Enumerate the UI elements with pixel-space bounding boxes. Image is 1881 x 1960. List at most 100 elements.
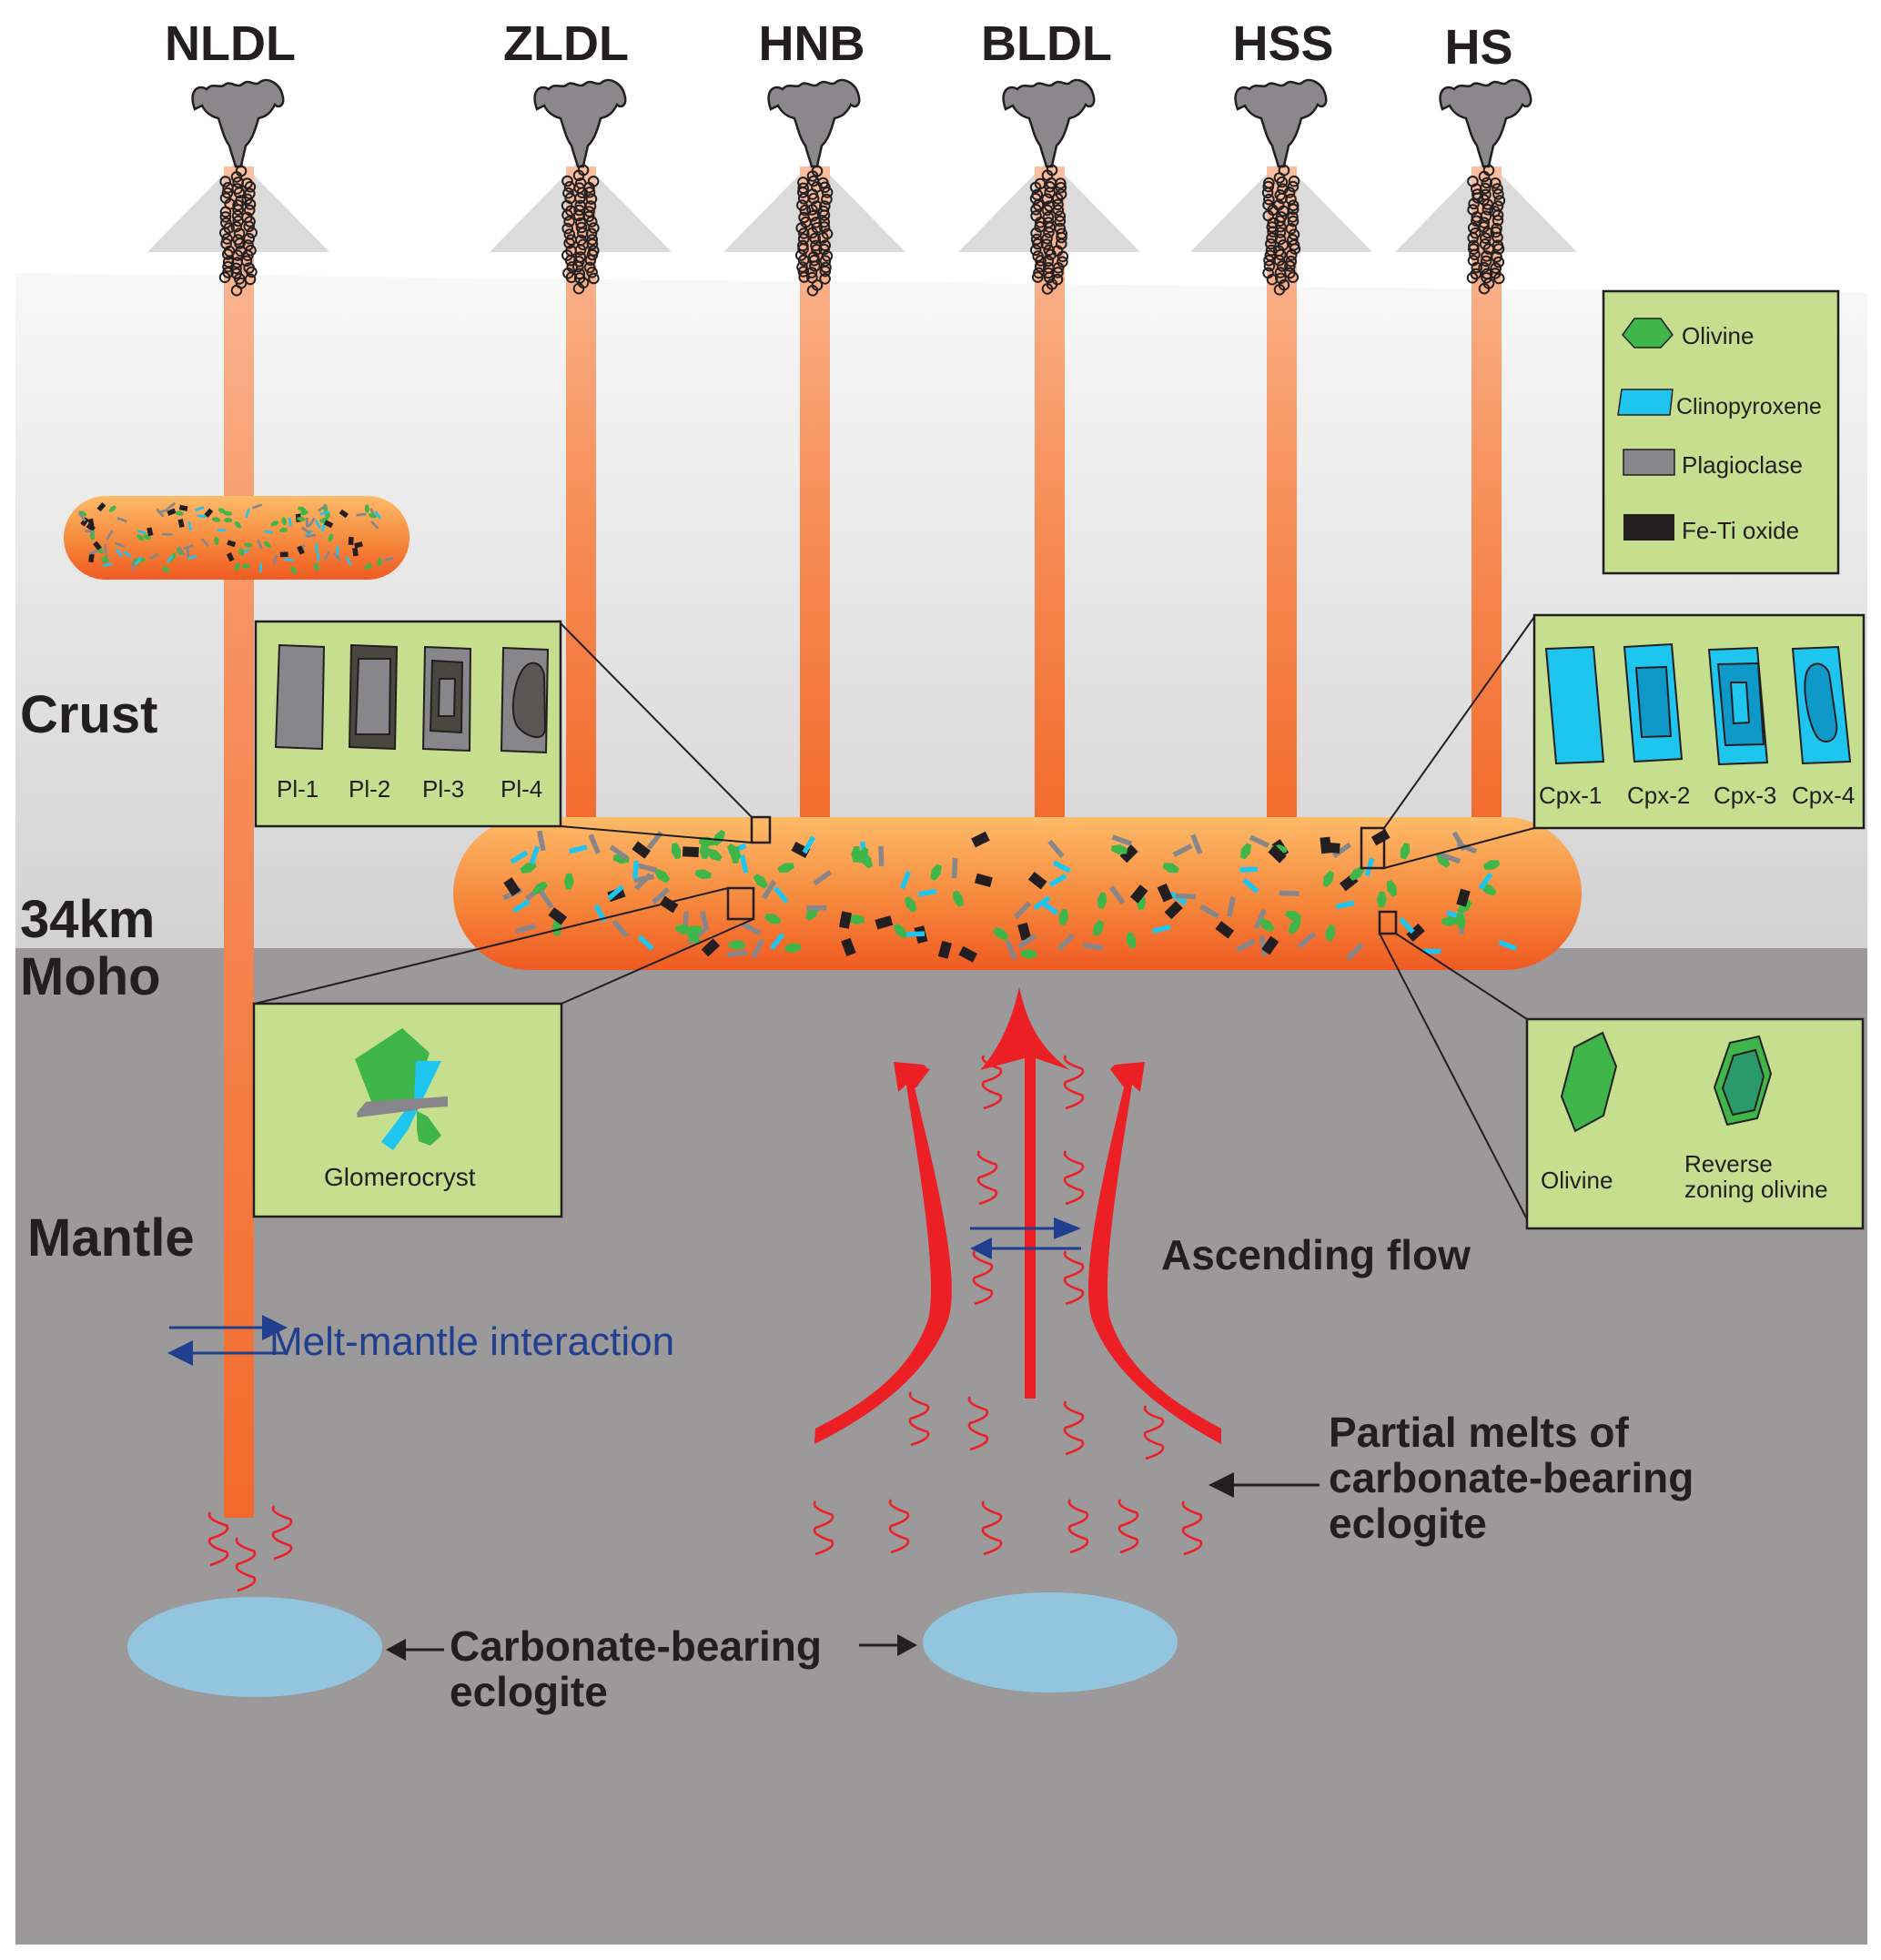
plagioclase-crystal [157, 508, 168, 514]
plagioclase-crystal [1332, 842, 1352, 859]
clinopyroxene-crystal [1041, 900, 1059, 915]
clinopyroxene-crystal [510, 850, 529, 864]
partial-melts-annotation: Partial melts of carbonate-bearing eclog… [1208, 1409, 1694, 1547]
eclogite-label-line1: Carbonate-bearing [450, 1622, 822, 1670]
olivine-crystal [654, 868, 671, 884]
ash-cloud-icon [191, 78, 285, 168]
olivine-crystal [281, 517, 287, 526]
eclogite-label-line2: eclogite [450, 1668, 608, 1715]
partial-melts-label-line3: eclogite [1329, 1500, 1487, 1547]
fe-ti-oxide-crystal [96, 501, 106, 512]
gas-bubbles [561, 164, 600, 295]
olivine-crystal [217, 508, 227, 514]
olivine-crystal [212, 517, 221, 522]
fe-ti-oxide-crystal [1370, 829, 1391, 846]
callout-lines [254, 616, 1535, 1220]
olivine-crystal [713, 829, 726, 846]
plagioclase-crystal [1345, 943, 1364, 961]
olivine-crystal [784, 943, 802, 954]
olivine-crystal [520, 862, 537, 874]
pl-2-label: Pl-2 [349, 775, 390, 803]
gas-bubbles [1466, 164, 1506, 295]
plagioclase-crystal [741, 921, 762, 936]
fe-ti-oxide-swatch-icon [1623, 514, 1674, 541]
cpx-4-label: Cpx-4 [1792, 782, 1855, 809]
clinopyroxene-crystal [102, 562, 113, 567]
fe-ti-oxide-crystal [701, 938, 721, 957]
clinopyroxene-crystal [1242, 877, 1259, 894]
plagioclase-crystal [308, 517, 316, 528]
callout-box-cpx [1360, 826, 1386, 870]
mantle-label: Mantle [27, 1208, 195, 1268]
plagioclase-crystal [116, 517, 127, 523]
pl-3-crystal-icon [421, 645, 472, 753]
plagioclase-zoning-inset: Pl-1 Pl-2 Pl-3 Pl-4 [254, 620, 562, 828]
olivine-crystal [100, 557, 109, 563]
fe-ti-oxide-crystal [87, 518, 95, 528]
olivine-swatch-icon [1622, 318, 1674, 349]
plagioclase-crystal [1175, 893, 1197, 900]
olivine-crystal [1020, 948, 1037, 959]
volcano-label-zldl: ZLDL [503, 16, 629, 71]
clinopyroxene-crystal [568, 844, 588, 854]
plagioclase-crystal [1057, 933, 1076, 952]
fe-ti-oxide-crystal [80, 517, 89, 527]
clinopyroxene-crystal [187, 554, 197, 561]
olivine-crystal [705, 848, 723, 862]
olivine-crystal [551, 919, 562, 936]
olivine-crystal [234, 520, 242, 529]
melt-squiggle [976, 1150, 998, 1206]
plagioclase-crystal [1235, 938, 1257, 953]
plagioclase-crystal [1456, 841, 1478, 854]
olivine-crystal [377, 558, 382, 567]
clinopyroxene-crystal [1399, 916, 1415, 935]
plagioclase-crystal [726, 950, 748, 957]
plagioclase-crystal [612, 919, 629, 938]
clinopyroxene-crystal [1052, 860, 1071, 874]
plagioclase-crystal [148, 552, 159, 561]
clinopyroxene-crystal [314, 542, 319, 552]
olivine-crystal [764, 914, 782, 924]
reverse-zoning-label-line1: Reverse [1684, 1150, 1773, 1177]
clinopyroxene-crystal [259, 563, 262, 573]
plagioclase-crystal [1249, 834, 1270, 848]
melt-squiggle [981, 1500, 1003, 1556]
clinopyroxene-crystal [1152, 924, 1171, 935]
callout-box-glomerocryst [726, 886, 755, 921]
olivine-crystal [214, 536, 219, 545]
olivine-crystal [1285, 910, 1302, 921]
olivine-crystal [993, 926, 1009, 941]
melt-squiggle [1063, 1055, 1085, 1110]
plagioclase-crystal [1005, 939, 1017, 961]
plagioclase-crystal [106, 530, 114, 541]
glomerocryst-icon [355, 1028, 448, 1150]
ash-cloud-icon [1439, 78, 1532, 168]
cpx-2-crystal-icon [1623, 642, 1684, 763]
eclogite-body-right [923, 1592, 1178, 1692]
plagioclase-crystal [104, 543, 107, 554]
eclogite-left-arrow-icon [386, 1639, 444, 1661]
fe-ti-oxide-crystal [838, 911, 853, 929]
gas-bubbles [1029, 164, 1069, 295]
plagioclase-crystal [1047, 839, 1065, 859]
clinopyroxene-crystal [1335, 900, 1355, 910]
fe-ti-oxide-crystal [1456, 888, 1471, 907]
plagioclase-crystal [85, 529, 96, 533]
plagioclase-crystal [951, 857, 958, 879]
plagioclase-crystal [88, 549, 99, 555]
depth-label: 34km [20, 890, 155, 949]
olivine-crystal [270, 520, 279, 527]
pl-1-crystal-icon [274, 643, 326, 751]
fe-ti-oxide-crystal [88, 553, 95, 563]
fe-ti-oxide-crystal [841, 937, 856, 956]
fe-ti-oxide-crystal [297, 545, 305, 555]
clinopyroxene-crystal [529, 845, 541, 864]
legend-item-fe-ti-oxide: Fe-Ti oxide [1623, 514, 1799, 544]
plagioclase-crystal [515, 923, 537, 935]
plagioclase-crystal [813, 870, 833, 886]
olivine-crystal [1435, 852, 1451, 868]
olivine-crystal [263, 541, 271, 549]
plagioclase-crystal [636, 863, 658, 874]
olivine-crystal [314, 562, 319, 571]
clinopyroxene-crystal [512, 899, 531, 914]
